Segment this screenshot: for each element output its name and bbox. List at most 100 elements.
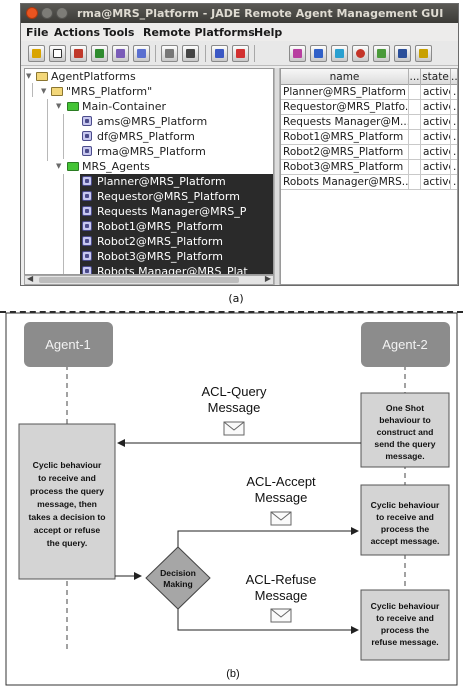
tree-node-agent[interactable]: ams@MRS_Platform <box>25 114 265 129</box>
load-container-icon[interactable] <box>182 45 199 62</box>
column-header-extra[interactable]: ... <box>451 69 457 85</box>
expand-icon[interactable]: ▼ <box>56 162 62 170</box>
tree-node-label: AgentPlatforms <box>51 70 136 83</box>
scrollbar-thumb[interactable] <box>39 277 239 283</box>
accept-label-line: Message <box>255 490 308 505</box>
java-icon[interactable] <box>394 45 411 62</box>
agent1-behaviour-text: Cyclic behaviour to receive and process … <box>29 460 106 548</box>
tree-node-agent-selected[interactable]: Robots Manager@MRS_Plat <box>80 264 273 275</box>
kill-agent-icon[interactable] <box>49 45 66 62</box>
column-header-name[interactable]: name <box>281 69 409 85</box>
tree-node-mrs-agents[interactable]: ▼ MRS_Agents <box>25 159 265 174</box>
bug-icon[interactable] <box>352 45 369 62</box>
tree-node-platform[interactable]: ▼ "MRS_Platform" <box>25 84 265 99</box>
table-cell: ... <box>451 130 457 145</box>
table-row[interactable]: Requestor@MRS_Platfo...active... <box>281 100 457 115</box>
agent-tree[interactable]: ▼ AgentPlatforms ▼ "MRS_Platform" ▼ Main… <box>24 68 274 275</box>
table-row[interactable]: Robot2@MRS_Platformactive... <box>281 145 457 160</box>
accept-line: accept message. <box>371 536 440 546</box>
agent1-behaviour-box <box>18 423 116 580</box>
oneshot-line: behaviour to <box>379 415 431 425</box>
new-agent-icon[interactable] <box>28 45 45 62</box>
query-label-line: Message <box>208 400 261 415</box>
table-row[interactable]: Robot1@MRS_Platformactive... <box>281 130 457 145</box>
tree-horizontal-scrollbar[interactable]: ◀ ▶ <box>24 274 274 285</box>
split-pane-divider[interactable] <box>274 68 280 285</box>
introspector-icon[interactable] <box>289 45 306 62</box>
tree-line <box>32 83 33 97</box>
agent-icon <box>82 236 92 246</box>
df-gui-icon[interactable] <box>331 45 348 62</box>
decision-line: Making <box>163 579 193 589</box>
tree-node-main-container[interactable]: ▼ Main-Container <box>25 99 265 114</box>
log-manager-icon[interactable] <box>310 45 327 62</box>
agent2-header <box>361 322 450 367</box>
tree-node-label: MRS_Agents <box>82 160 150 173</box>
expand-icon[interactable]: ▼ <box>41 87 47 95</box>
agent1-header <box>24 322 113 367</box>
expand-icon[interactable]: ▼ <box>56 102 62 110</box>
envelope-icon <box>223 421 245 436</box>
tree-node-agent[interactable]: rma@MRS_Platform <box>25 144 265 159</box>
sniffer-icon[interactable] <box>211 45 228 62</box>
window-minimize-button[interactable] <box>41 7 53 19</box>
menu-tools[interactable]: Tools <box>103 26 135 39</box>
toolbar-separator <box>254 45 255 62</box>
save-container-icon[interactable] <box>161 45 178 62</box>
menu-bar: File Actions Tools Remote Platforms Help <box>21 23 458 41</box>
tree-node-agent-selected[interactable]: Planner@MRS_Platform <box>80 174 273 189</box>
window-close-button[interactable] <box>26 7 38 19</box>
menu-remote-platforms[interactable]: Remote Platforms <box>143 26 255 39</box>
window-maximize-button[interactable] <box>56 7 68 19</box>
tree-node-agent-selected[interactable]: Robot1@MRS_Platform <box>80 219 273 234</box>
tree-node-label: "MRS_Platform" <box>66 85 153 98</box>
clone-agent-icon[interactable] <box>112 45 129 62</box>
robot-agent-icon[interactable] <box>373 45 390 62</box>
jade-rma-window: rma@MRS_Platform - JADE Remote Agent Man… <box>20 3 459 286</box>
table-row[interactable]: Requests Manager@M...active... <box>281 115 457 130</box>
tree-node-label: Main-Container <box>82 100 166 113</box>
decision-line: Decision <box>160 568 196 578</box>
section-divider <box>0 311 463 313</box>
agent-icon <box>82 146 92 156</box>
table-cell: ... <box>451 115 457 130</box>
column-header-extra[interactable]: ... <box>409 69 421 85</box>
table-row[interactable]: Robot3@MRS_Platformactive... <box>281 160 457 175</box>
tree-node-agent-selected[interactable]: Requests Manager@MRS_P <box>80 204 273 219</box>
expand-icon[interactable]: ▼ <box>26 72 32 80</box>
agent2-label: Agent-2 <box>382 337 428 352</box>
scroll-left-icon[interactable]: ◀ <box>27 274 34 283</box>
tree-line <box>63 114 64 159</box>
tree-node-label: Requestor@MRS_Platform <box>97 190 240 203</box>
table-row[interactable]: Robots Manager@MRS...active... <box>281 175 457 190</box>
dummy-agent-icon[interactable] <box>232 45 249 62</box>
column-header-state[interactable]: state <box>421 69 451 85</box>
table-cell: ... <box>451 145 457 160</box>
resume-agent-icon[interactable] <box>91 45 108 62</box>
oneshot-line: One Shot <box>386 403 424 413</box>
tree-node-agent-selected[interactable]: Requestor@MRS_Platform <box>80 189 273 204</box>
tree-node-agentplatforms[interactable]: ▼ AgentPlatforms <box>25 69 265 84</box>
tree-node-label: Robots Manager@MRS_Plat <box>97 265 248 275</box>
tree-node-agent-selected[interactable]: Robot3@MRS_Platform <box>80 249 273 264</box>
migrate-agent-icon[interactable] <box>133 45 150 62</box>
table-row[interactable]: Planner@MRS_Platformactive... <box>281 85 457 100</box>
tree-node-agent-selected[interactable]: Robot2@MRS_Platform <box>80 234 273 249</box>
tree-node-agent[interactable]: df@MRS_Platform <box>25 129 265 144</box>
suspend-agent-icon[interactable] <box>70 45 87 62</box>
scroll-right-icon[interactable]: ▶ <box>264 274 271 283</box>
agent-icon <box>82 116 92 126</box>
folder-icon <box>36 72 48 81</box>
refuse-message-arrow <box>177 609 359 634</box>
agent-icon <box>82 266 92 274</box>
extra-tool-icon[interactable] <box>415 45 432 62</box>
agent-icon <box>82 206 92 216</box>
menu-file[interactable]: File <box>26 26 49 39</box>
refuse-line: to receive and <box>376 613 434 623</box>
accept-message-arrow <box>177 527 359 547</box>
menu-help[interactable]: Help <box>254 26 283 39</box>
table-cell: Requestor@MRS_Platfo... <box>283 100 409 115</box>
table-cell: active <box>421 85 451 100</box>
query-label-line: ACL-Query <box>201 384 267 399</box>
menu-actions[interactable]: Actions <box>54 26 100 39</box>
